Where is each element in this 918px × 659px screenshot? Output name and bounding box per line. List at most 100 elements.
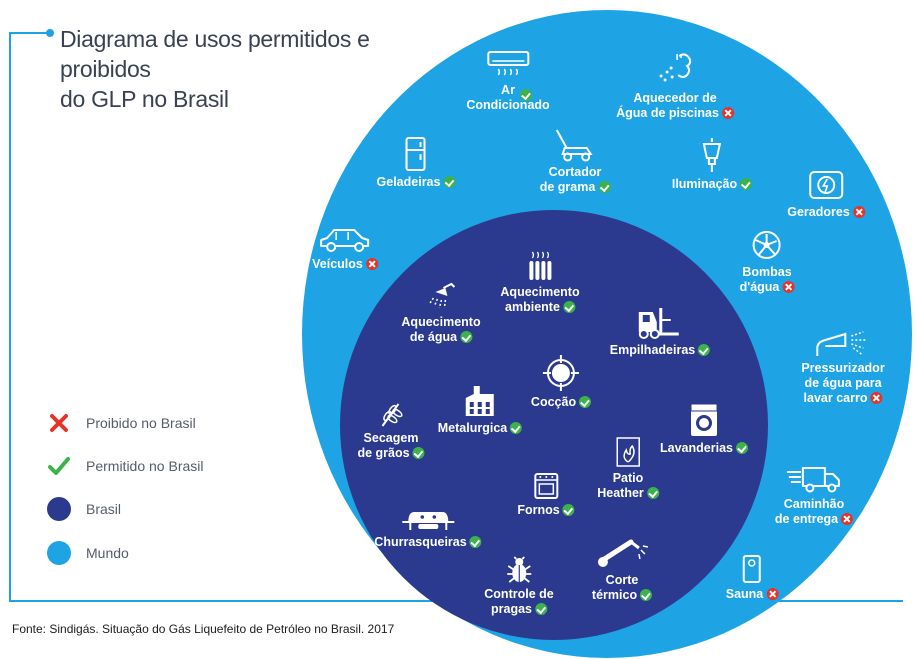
item-label-line: Veículos bbox=[312, 257, 378, 272]
item-bombas-agua: Bombas d'água bbox=[740, 228, 795, 295]
item-label-line: Sauna bbox=[726, 587, 779, 602]
item-label-line: Patio bbox=[612, 471, 644, 485]
item-churrasqueiras: Churrasqueiras bbox=[374, 508, 482, 550]
legend-mundo: Mundo bbox=[44, 538, 284, 568]
item-label-line: Secagem bbox=[363, 431, 419, 445]
item-label-line: Metalurgica bbox=[438, 421, 523, 436]
frame-top-line bbox=[9, 32, 49, 34]
wheat-icon bbox=[381, 403, 403, 427]
car-icon bbox=[319, 229, 369, 252]
legend-mundo-label: Mundo bbox=[86, 545, 129, 561]
permitted-check-icon bbox=[640, 589, 653, 601]
air-conditioner-icon bbox=[486, 51, 529, 76]
item-label-line: Lavanderias bbox=[660, 441, 748, 456]
item-label-line: Iluminação bbox=[672, 177, 753, 192]
frame-dot bbox=[46, 29, 54, 37]
permitted-check-icon bbox=[740, 178, 753, 190]
item-label-line: lavar carro bbox=[801, 391, 884, 406]
item-aquecimento-ambiente: Aquecimento ambiente bbox=[500, 250, 580, 315]
factory-icon bbox=[466, 386, 494, 416]
item-label-line: Água de piscinas bbox=[616, 106, 734, 121]
item-iluminacao: Iluminação bbox=[672, 136, 753, 192]
diagram-title-line-2: do GLP no Brasil bbox=[60, 86, 229, 112]
permitted-check-icon bbox=[510, 422, 523, 434]
item-label-line: Geradores bbox=[787, 205, 865, 220]
item-ar-condicionado: Ar Condicionado bbox=[466, 50, 550, 113]
generator-icon bbox=[809, 171, 843, 199]
item-label-line: Fornos bbox=[517, 503, 575, 518]
permitted-check-icon bbox=[579, 396, 592, 408]
item-label-line: Caminhão bbox=[783, 497, 845, 511]
item-label-line: Empilhadeiras bbox=[610, 343, 711, 358]
item-metalurgica: Metalurgica bbox=[438, 384, 523, 436]
item-label-line: Pressurizador bbox=[801, 361, 885, 375]
item-sauna: Sauna bbox=[726, 554, 779, 602]
diagram-title-line-1: Diagrama de usos permitidos e proibidos bbox=[60, 26, 370, 82]
item-veiculos: Veículos bbox=[312, 226, 378, 272]
item-label-line: Aquecimento bbox=[401, 315, 481, 329]
prohibited-x-icon bbox=[870, 392, 883, 404]
legend-prohibited: Proibido no Brasil bbox=[44, 408, 284, 438]
item-label-line: Cortador bbox=[548, 165, 602, 179]
prohibited-x-icon bbox=[841, 513, 854, 525]
radiator-icon bbox=[529, 251, 551, 280]
stove-burner-icon bbox=[543, 355, 579, 391]
item-label-line: de grama bbox=[540, 180, 611, 195]
torch-icon bbox=[598, 539, 649, 567]
item-label-line: Geladeiras bbox=[377, 175, 456, 190]
permitted-check-icon bbox=[520, 89, 532, 101]
red-x-icon bbox=[44, 408, 74, 438]
permitted-check-icon bbox=[412, 447, 425, 459]
patio-heater-icon bbox=[616, 437, 640, 467]
item-caminhao-entrega: Caminhão de entrega bbox=[775, 464, 854, 527]
permitted-check-icon bbox=[469, 536, 482, 548]
item-label-line: Controle de bbox=[484, 587, 554, 601]
washing-machine-icon bbox=[690, 403, 718, 436]
item-label-line: de entrega bbox=[775, 512, 854, 527]
prohibited-x-icon bbox=[766, 588, 779, 600]
diagram-title: Diagrama de usos permitidos e proibidos … bbox=[60, 24, 400, 114]
item-label-line: pragas bbox=[484, 602, 553, 617]
item-label-line: Heather bbox=[597, 486, 659, 501]
frame-left-line bbox=[9, 32, 11, 601]
mundo-swatch bbox=[47, 541, 71, 565]
item-label-line: Corte bbox=[605, 573, 639, 587]
prohibited-x-icon bbox=[365, 258, 378, 270]
green-check-icon bbox=[44, 451, 74, 481]
shower-icon bbox=[428, 282, 455, 309]
pool-heater-icon bbox=[659, 53, 692, 82]
permitted-check-icon bbox=[443, 176, 456, 188]
item-label-line: Cocção bbox=[531, 395, 592, 410]
legend-brasil: Brasil bbox=[44, 494, 284, 524]
permitted-check-icon bbox=[562, 301, 575, 313]
item-geladeiras: Geladeiras bbox=[377, 136, 456, 190]
truck-icon bbox=[787, 467, 840, 493]
permitted-check-icon bbox=[735, 442, 748, 454]
permitted-check-icon bbox=[698, 344, 711, 356]
item-lavanderias: Lavanderias bbox=[660, 402, 748, 456]
item-label-line: Ar bbox=[501, 83, 515, 97]
item-geradores: Geradores bbox=[787, 170, 865, 220]
item-label-line: Churrasqueiras bbox=[374, 535, 482, 550]
item-aquecimento-agua: Aquecimento de água bbox=[401, 282, 481, 345]
sauna-icon bbox=[742, 555, 761, 583]
permitted-check-icon bbox=[562, 504, 575, 516]
legend-permitted-label: Permitido no Brasil bbox=[86, 458, 204, 474]
permitted-check-icon bbox=[460, 331, 473, 343]
item-label-line: Condicionado bbox=[466, 98, 550, 112]
prohibited-x-icon bbox=[721, 107, 734, 119]
prohibited-x-icon bbox=[852, 206, 865, 218]
item-label-line: d'água bbox=[740, 280, 795, 295]
item-label-line: de água para bbox=[804, 376, 882, 390]
lamp-icon bbox=[702, 138, 722, 172]
prohibited-x-icon bbox=[782, 281, 795, 293]
bug-icon bbox=[506, 556, 531, 583]
pressure-washer-icon bbox=[816, 331, 865, 356]
permitted-check-icon bbox=[598, 181, 611, 193]
item-label-line: térmico bbox=[592, 588, 653, 603]
item-pressurizador: Pressurizador de água para lavar carro bbox=[801, 330, 885, 406]
legend-brasil-label: Brasil bbox=[86, 501, 122, 517]
item-empilhadeiras: Empilhadeiras bbox=[610, 306, 711, 358]
grill-icon bbox=[402, 512, 454, 530]
legend-prohibited-label: Proibido no Brasil bbox=[86, 415, 196, 431]
